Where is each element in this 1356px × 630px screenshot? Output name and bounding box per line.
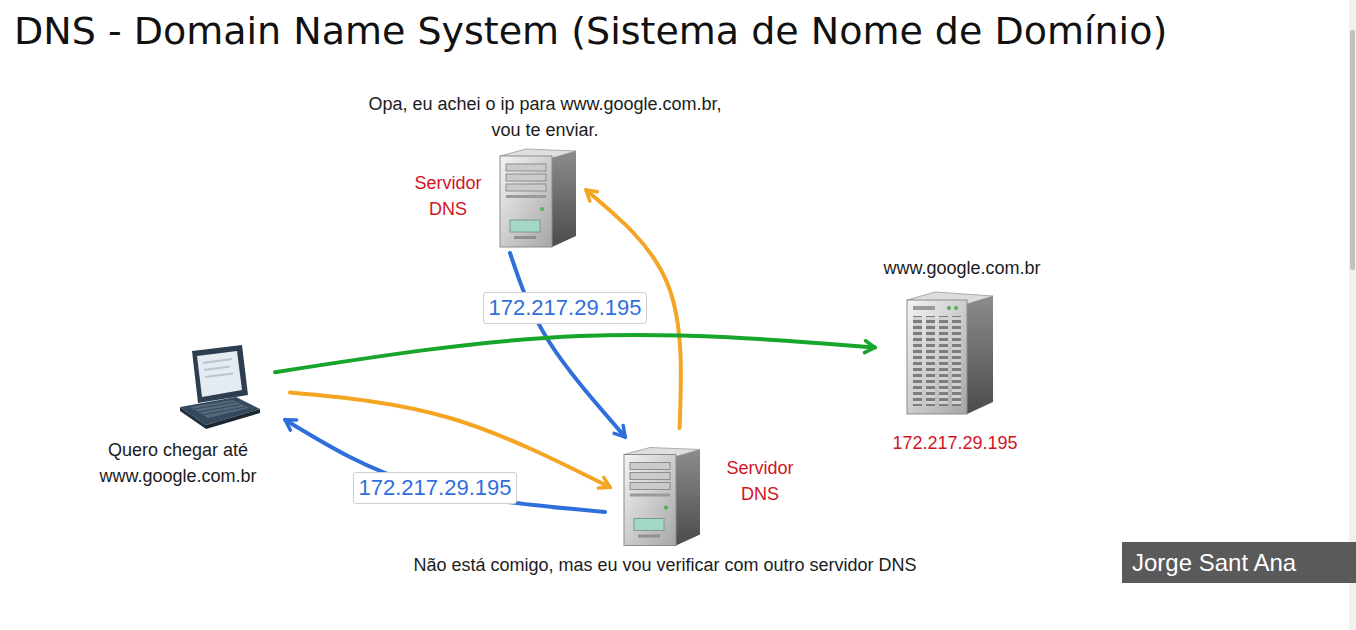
scrollbar-track bbox=[1349, 0, 1356, 630]
ip-address: 172.217.29.195 bbox=[845, 430, 1065, 456]
server-icon bbox=[907, 292, 993, 414]
edge-label: 172.217.29.195 bbox=[483, 292, 648, 324]
diagram-title: DNS - Domain Name System (Sistema de Nom… bbox=[14, 8, 1334, 54]
client-message: Quero chegar até www.google.com.br bbox=[68, 437, 288, 489]
dns-server: Servidor DNSNão está comigo, mas eu vou … bbox=[622, 445, 702, 548]
server-message: Opa, eu achei o ip para www.google.com.b… bbox=[355, 91, 735, 143]
edge-label: 172.217.29.195 bbox=[353, 472, 518, 504]
dns-server: Opa, eu achei o ip para www.google.com.b… bbox=[498, 148, 578, 248]
response-arrow bbox=[285, 420, 605, 512]
http-arrow bbox=[275, 335, 875, 372]
author-watermark: Jorge Sant Ana bbox=[1122, 542, 1356, 583]
server-name: Servidor DNS bbox=[715, 455, 805, 507]
scrollbar-thumb bbox=[1350, 30, 1355, 270]
laptop-icon bbox=[180, 345, 260, 429]
host-name: www.google.com.br bbox=[852, 255, 1072, 281]
web-server: www.google.com.br172.217.29.195 bbox=[905, 290, 995, 415]
server-name: Servidor DNS bbox=[403, 170, 493, 222]
server-message: Não está comigo, mas eu vou verificar co… bbox=[405, 552, 925, 578]
server-icon bbox=[624, 448, 700, 546]
response-arrow bbox=[510, 253, 625, 437]
client-laptop: Quero chegar até www.google.com.br bbox=[178, 345, 262, 430]
server-icon bbox=[500, 149, 576, 247]
